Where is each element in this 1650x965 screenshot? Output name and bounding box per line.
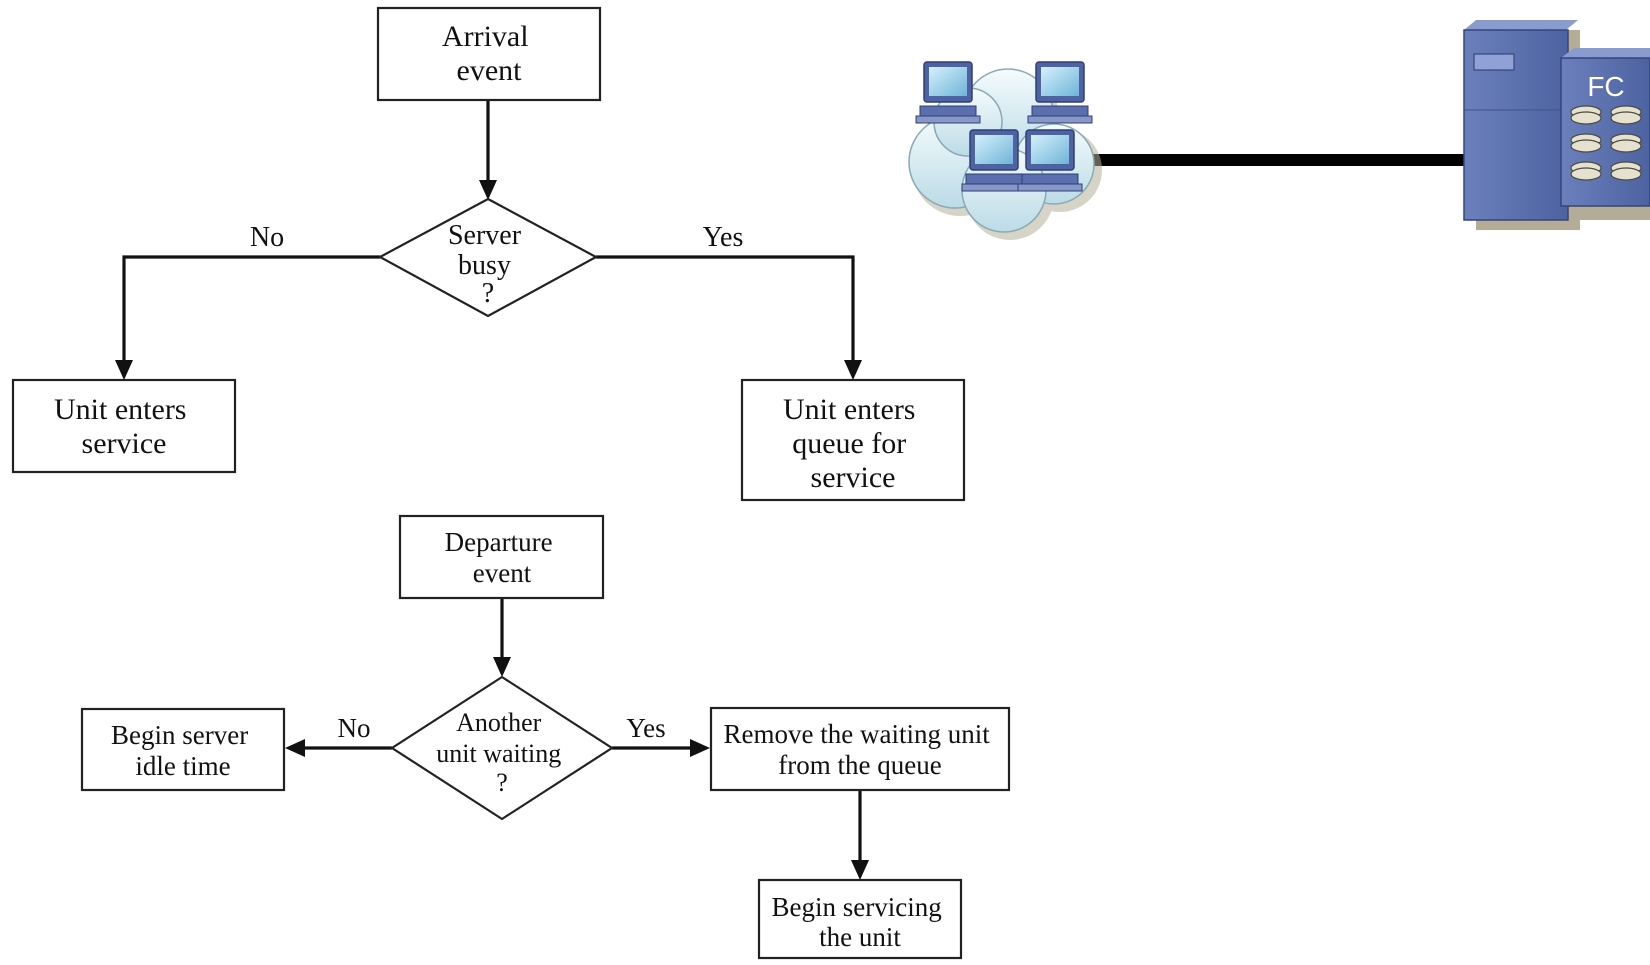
computer-icon — [1017, 129, 1083, 192]
arrival-flowchart: Arrival event Server busy ? No Yes Unit … — [11, 6, 966, 502]
unit-enters-queue-box — [740, 378, 966, 502]
unit-enters-service-box — [11, 378, 237, 474]
unit-enters-queue-label: Unit enters queue for service — [783, 393, 923, 494]
unit-enters-service-label: Unit enters service — [54, 393, 194, 460]
departure-flowchart: Departure event Another unit waiting ? N… — [80, 514, 1011, 960]
departure-event-box — [398, 514, 605, 600]
arrow-head — [844, 360, 862, 380]
arrow-head — [115, 360, 133, 380]
computer-icon — [1027, 61, 1093, 124]
arrival-event-box — [376, 6, 602, 102]
network-diagram: FC — [908, 20, 1650, 240]
remove-waiting-unit-label: Remove the waiting unit from the queue — [724, 719, 997, 780]
server-busy-decision — [377, 197, 599, 318]
arrival-no-connector — [122, 255, 380, 363]
computer-icon — [915, 61, 981, 124]
arrow-head — [479, 180, 497, 200]
begin-server-idle-box — [80, 707, 286, 792]
arrow-head — [851, 860, 869, 880]
arrival-yes-connector — [596, 255, 855, 363]
client-computers-cloud-icon — [908, 61, 1102, 240]
another-unit-waiting-decision — [389, 675, 615, 821]
begin-servicing-box — [757, 878, 963, 960]
departure-event-label: Departure event — [445, 527, 560, 588]
arrival-event-label: Arrival event — [442, 20, 536, 87]
remove-waiting-unit-box — [709, 706, 1011, 792]
computer-icon — [961, 129, 1027, 192]
begin-servicing-label: Begin servicing the unit — [772, 892, 949, 952]
departure-no-label: No — [338, 713, 371, 743]
arrival-yes-label: Yes — [703, 222, 744, 253]
arrow-head — [690, 739, 710, 757]
server-busy-label: Server busy ? — [448, 220, 528, 309]
fc-label: FC — [1587, 71, 1624, 102]
arrival-no-label: No — [250, 222, 284, 253]
departure-yes-label: Yes — [626, 713, 665, 743]
arrow-head — [285, 739, 305, 757]
begin-server-idle-label: Begin server idle time — [111, 720, 255, 781]
arrow-head — [493, 657, 511, 677]
fc-storage-server-icon: FC — [1463, 20, 1650, 230]
another-unit-waiting-label: Another unit waiting ? — [436, 708, 567, 797]
